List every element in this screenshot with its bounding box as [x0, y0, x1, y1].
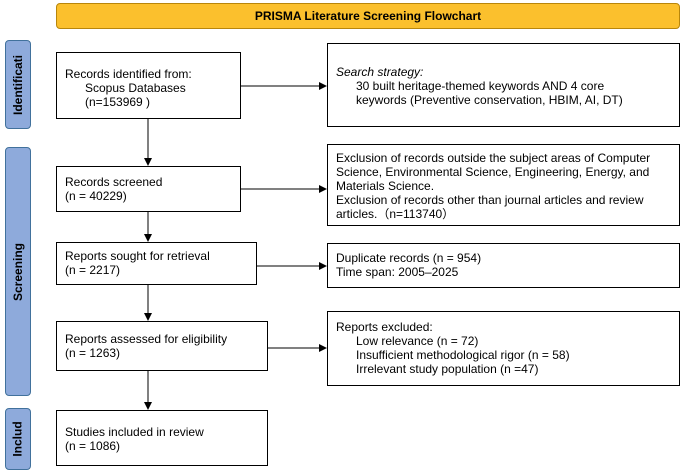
- reports-excluded-box: Reports excluded: Low relevance (n = 72)…: [327, 311, 680, 386]
- reports-retrieval-line2: (n = 2217): [65, 263, 121, 277]
- reports-excluded-line2: Insufficient methodological rigor (n = 5…: [356, 348, 570, 362]
- exclusion-line1: Exclusion of records outside the subject…: [336, 151, 651, 165]
- reports-excluded-line1: Low relevance (n = 72): [356, 334, 479, 348]
- reports-excluded-line3: Irrelevant study population (n =47): [356, 362, 539, 376]
- reports-excluded-heading: Reports excluded:: [336, 320, 433, 334]
- exclusion-line5: articles.（n=113740）: [336, 207, 455, 221]
- studies-included-line1: Studies included in review: [65, 425, 204, 439]
- phase-screening: Screening: [5, 147, 31, 396]
- exclusion-line4: Exclusion of records other than journal …: [336, 193, 644, 207]
- records-screened-line2: (n = 40229): [65, 189, 127, 203]
- phase-identification: Identificati: [5, 40, 31, 129]
- records-identified-line2: Scopus Databases: [85, 81, 186, 95]
- exclusion-box: Exclusion of records outside the subject…: [327, 144, 680, 226]
- search-strategy-heading: Search strategy:: [336, 65, 424, 79]
- reports-eligibility-line1: Reports assessed for eligibility: [65, 332, 228, 346]
- records-identified-box: Records identified from: Scopus Database…: [56, 52, 241, 119]
- search-strategy-box: Search strategy: 30 built heritage-theme…: [327, 43, 680, 127]
- search-strategy-line2: keywords (Preventive conservation, HBIM,…: [356, 93, 623, 107]
- duplicates-box: Duplicate records (n = 954) Time span: 2…: [327, 243, 680, 288]
- duplicates-line2: Time span: 2005–2025: [336, 265, 459, 279]
- search-strategy-line1: 30 built heritage-themed keywords AND 4 …: [356, 79, 605, 93]
- studies-included-box: Studies included in review (n = 1086): [56, 410, 268, 466]
- exclusion-line3: Materials Science.: [336, 179, 435, 193]
- records-identified-line1: Records identified from:: [65, 67, 192, 81]
- records-screened-box: Records screened (n = 40229): [56, 166, 241, 212]
- duplicates-line1: Duplicate records (n = 954): [336, 251, 482, 265]
- reports-eligibility-box: Reports assessed for eligibility (n = 12…: [56, 321, 268, 371]
- reports-retrieval-line1: Reports sought for retrieval: [65, 249, 210, 263]
- flowchart-title: PRISMA Literature Screening Flowchart: [56, 3, 680, 29]
- reports-eligibility-line2: (n = 1263): [65, 346, 121, 360]
- records-screened-line1: Records screened: [65, 175, 163, 189]
- reports-retrieval-box: Reports sought for retrieval (n = 2217): [56, 242, 257, 285]
- studies-included-line2: (n = 1086): [65, 439, 121, 453]
- exclusion-line2: Science, Environmental Science, Engineer…: [336, 165, 650, 179]
- phase-included: Includ: [5, 408, 31, 470]
- records-identified-line3: (n=153969 ): [85, 95, 151, 109]
